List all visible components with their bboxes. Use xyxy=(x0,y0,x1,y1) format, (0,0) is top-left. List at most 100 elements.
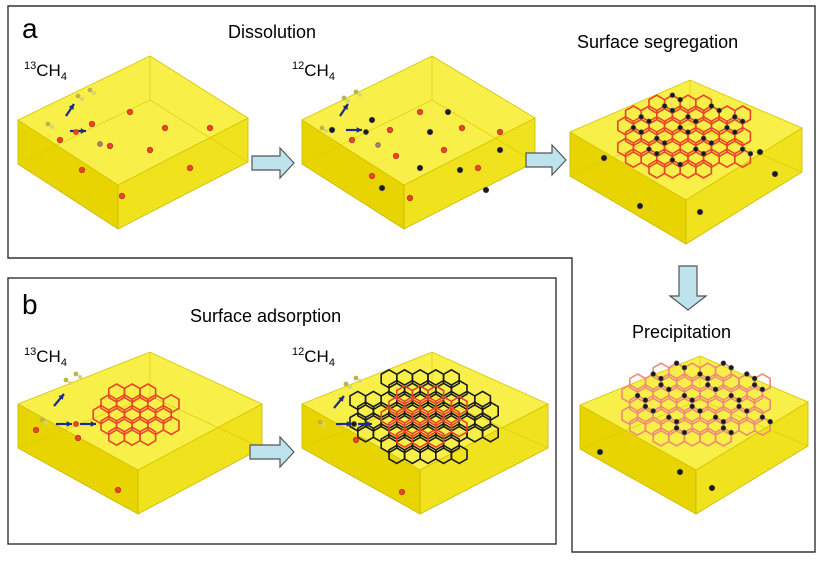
process-arrow-right xyxy=(251,146,295,180)
carbon-atom xyxy=(677,124,683,131)
carbon-atom xyxy=(74,434,82,442)
carbon-atom xyxy=(206,124,214,132)
carbon-atom xyxy=(658,382,664,388)
carbon-atom xyxy=(716,107,722,114)
carbon-atom xyxy=(681,392,688,399)
carbon-atom xyxy=(416,108,424,116)
carbon-atom xyxy=(756,148,764,156)
adsorption-arrow-head xyxy=(342,104,348,110)
carbon-atom xyxy=(705,375,711,382)
carbon-atom xyxy=(596,448,604,456)
carbon-atom xyxy=(348,136,356,144)
carbon-atom xyxy=(88,120,96,128)
methane-molecule xyxy=(92,91,96,95)
carbon-atom xyxy=(106,142,114,150)
carbon-atom xyxy=(744,371,750,377)
carbon-atom xyxy=(386,126,394,134)
carbon-atom xyxy=(646,146,652,152)
process-arrow-down xyxy=(668,265,708,311)
carbon-atom xyxy=(636,202,644,210)
carbon-atom xyxy=(732,114,738,120)
carbon-atom xyxy=(767,419,773,425)
carbon-atom xyxy=(677,161,683,168)
carbon-atom xyxy=(352,436,360,444)
panel-b-letter: b xyxy=(22,289,38,320)
carbon-atom xyxy=(638,114,644,120)
carbon-atom xyxy=(114,486,122,494)
methane-molecule xyxy=(73,371,79,377)
metal-slab-dissolution-13c xyxy=(17,55,249,230)
carbon-atom xyxy=(650,408,656,414)
carbon-atom xyxy=(736,397,742,403)
carbon-atom xyxy=(642,403,649,410)
methane-molecule xyxy=(353,89,359,95)
methane-molecule xyxy=(39,417,45,423)
metal-slab-adsorption-13c xyxy=(17,351,263,515)
carbon-atom xyxy=(398,488,406,496)
carbon-atom xyxy=(496,128,504,136)
carbon-atom xyxy=(673,419,680,425)
panel-a-outline xyxy=(7,5,816,553)
carbon-atom xyxy=(73,129,79,135)
slab-top-face xyxy=(579,355,809,471)
carbon-atom xyxy=(724,124,730,131)
metal-slab-precipitation xyxy=(579,355,809,515)
carbon-atom xyxy=(328,126,336,134)
adsorption-arrow-head xyxy=(90,421,96,427)
carbon-atom xyxy=(458,124,466,132)
carbon-atom xyxy=(118,192,126,200)
precipitation-label: Precipitation xyxy=(632,322,731,342)
methane-molecule xyxy=(353,375,359,381)
carbon-atom xyxy=(416,164,424,172)
adsorption-arrow-head xyxy=(68,104,74,110)
carbon-atom xyxy=(654,135,660,142)
adsorption-arrow-head xyxy=(346,421,352,427)
carbon-atom xyxy=(720,425,727,431)
carbon-atom xyxy=(739,146,746,152)
carbon-atom xyxy=(751,375,758,382)
metal-slab-surface-segregation xyxy=(569,79,803,245)
carbon-atom xyxy=(696,208,704,216)
carbon-atom xyxy=(693,146,699,152)
carbon-atom xyxy=(661,103,668,109)
methane-molecule xyxy=(348,385,352,389)
carbon-atom xyxy=(73,421,79,427)
carbon-atom xyxy=(650,371,656,377)
carbon-atom xyxy=(708,103,715,109)
carbon-atom xyxy=(747,151,754,157)
carbon-atom xyxy=(161,124,169,132)
methane-molecule xyxy=(343,381,349,387)
carbon-atom xyxy=(685,129,691,135)
carbon-atom xyxy=(634,392,641,399)
slab-top-face xyxy=(17,55,249,186)
methane-molecule xyxy=(68,381,72,385)
carbon-atom xyxy=(669,107,676,114)
carbon-atom xyxy=(146,146,154,154)
carbon-atom xyxy=(697,371,703,377)
methane-molecule xyxy=(78,375,82,379)
methane-molecule xyxy=(358,379,362,383)
adsorption-label: Surface adsorption xyxy=(190,306,341,326)
carbon-atom xyxy=(351,421,357,427)
carbon-atom xyxy=(496,146,504,154)
ch4-12-label-b: 12CH4 xyxy=(292,346,335,369)
methane-molecule xyxy=(80,97,84,101)
panel-b-outline xyxy=(7,277,557,545)
carbon-atom xyxy=(375,142,381,148)
carbon-atom xyxy=(363,129,369,135)
carbon-atom xyxy=(712,414,719,420)
carbon-atom xyxy=(700,151,707,157)
methane-molecule xyxy=(50,125,54,129)
carbon-atom xyxy=(712,386,719,392)
carbon-atom xyxy=(638,129,644,135)
adsorption-arrow-head xyxy=(356,127,362,133)
carbon-atom xyxy=(661,140,668,146)
carbon-atom xyxy=(186,164,194,172)
metal-slab-dissolution-12c xyxy=(301,55,536,230)
carbon-atom xyxy=(666,386,672,392)
methane-molecule xyxy=(87,87,93,93)
carbon-atom xyxy=(676,468,684,476)
carbon-atom xyxy=(392,152,400,160)
adsorption-arrow-head xyxy=(80,128,86,134)
carbon-atom xyxy=(669,157,676,163)
